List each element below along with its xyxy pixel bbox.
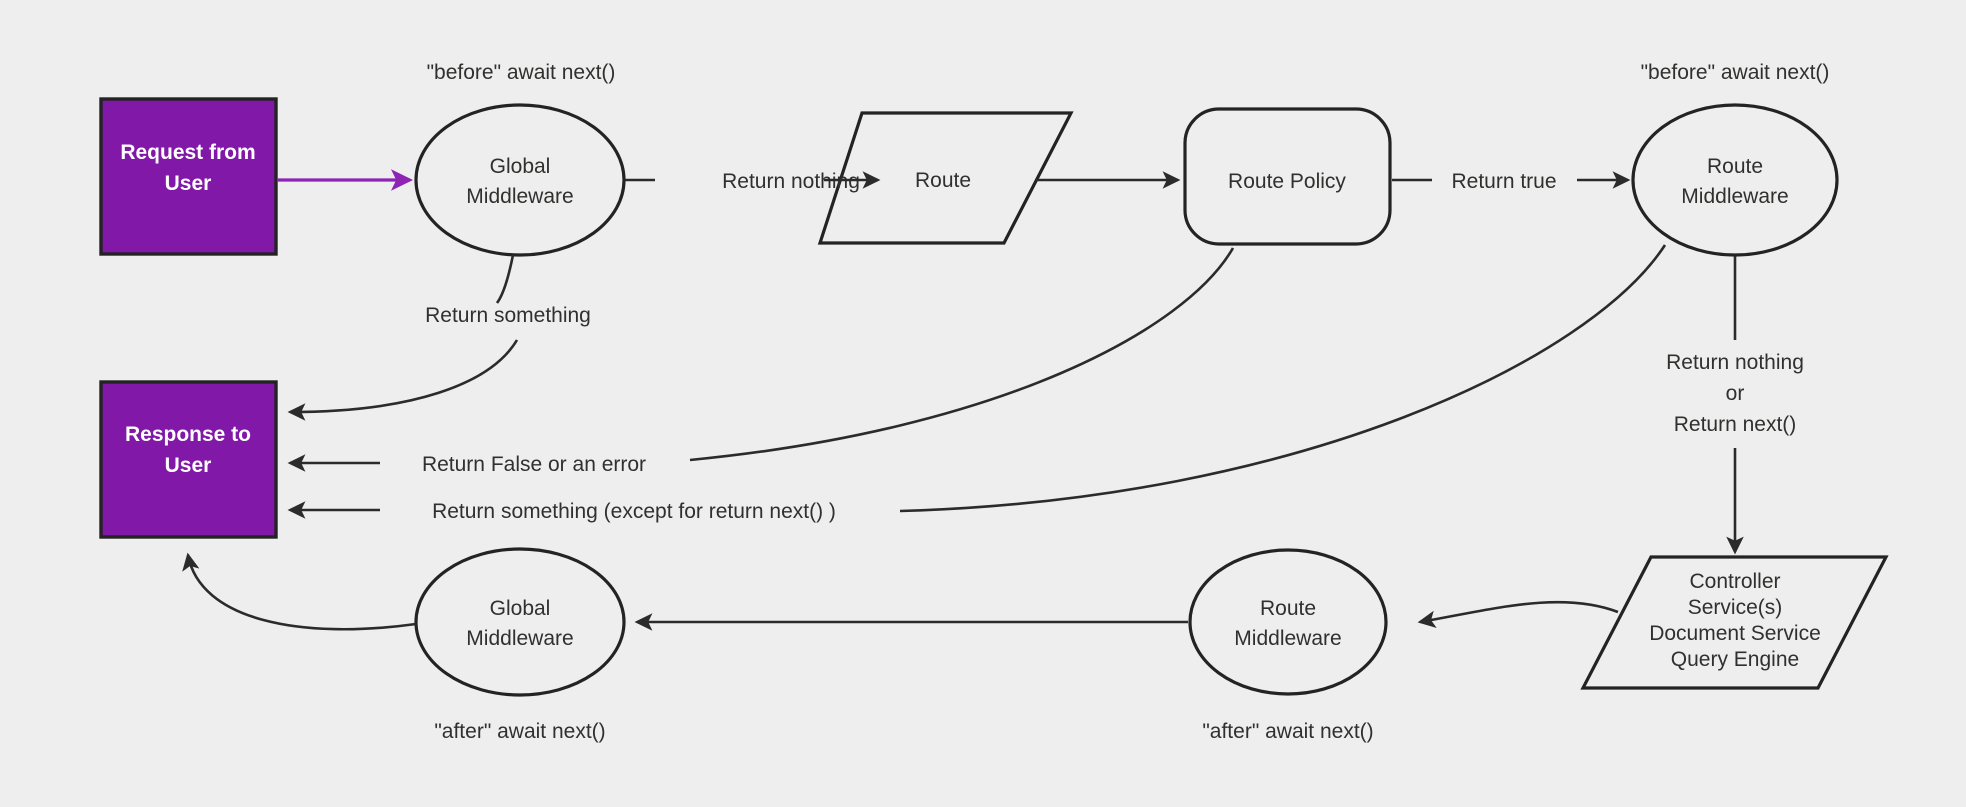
global-middleware-before-label-line1: Global	[490, 155, 551, 178]
route-label: Route	[915, 169, 971, 192]
edge-policy-to-response: Return False or an error	[287, 247, 1235, 476]
edge-global-after-to-response	[182, 552, 417, 631]
request-from-user-label-line1: Request from	[120, 141, 255, 164]
edge-global-to-route-label: Return nothing	[722, 170, 860, 193]
edge-controller-to-route-mw-after	[1417, 600, 1619, 629]
edge-route-mw-to-response-label: Return something (except for return next…	[432, 500, 836, 523]
edge-policy-to-route-mw-label: Return true	[1451, 170, 1556, 193]
edge-route-mw-to-response: Return something (except for return next…	[287, 244, 1667, 523]
edge-global-to-response-upper	[495, 254, 515, 304]
route-middleware-before-label-line2: Middleware	[1681, 185, 1788, 208]
node-route-middleware-before[interactable]: Route Middleware	[1631, 103, 1839, 257]
edge-global-to-response: Return something	[287, 254, 591, 421]
request-from-user-label-line2: User	[165, 172, 212, 195]
edge-global-after-to-response-curve	[182, 552, 417, 631]
controller-label-line4: Query Engine	[1671, 648, 1799, 671]
node-route-middleware-after[interactable]: Route Middleware	[1188, 548, 1388, 696]
global-middleware-after-label-line1: Global	[490, 597, 551, 620]
annotation-after-global: "after" await next()	[434, 720, 605, 743]
edge-policy-to-response-curve	[689, 247, 1235, 462]
response-to-user-label-line2: User	[165, 454, 212, 477]
annotation-after-route-mw: "after" await next()	[1202, 720, 1373, 743]
controller-label-line1: Controller	[1689, 570, 1780, 593]
global-middleware-after-label-line2: Middleware	[466, 627, 573, 650]
global-middleware-after-ellipse	[414, 547, 626, 697]
edge-route-mw-to-controller-label-line2: or	[1726, 382, 1745, 405]
route-policy-box	[1183, 107, 1392, 246]
edge-policy-to-route-mw: Return true	[1392, 170, 1631, 193]
node-controller[interactable]: Controller Service(s) Document Service Q…	[1580, 555, 1889, 690]
route-middleware-after-ellipse	[1188, 548, 1388, 696]
route-middleware-after-label-line2: Middleware	[1234, 627, 1341, 650]
edge-global-to-route: Return nothing	[625, 170, 881, 193]
route-middleware-after-label-line1: Route	[1260, 597, 1316, 620]
node-global-middleware-before[interactable]: Global Middleware	[414, 103, 626, 257]
route-middleware-before-ellipse	[1631, 103, 1839, 257]
edge-route-mw-to-controller-label-line3: Return next()	[1674, 413, 1797, 436]
response-to-user-box	[99, 380, 278, 539]
node-route-policy[interactable]: Route Policy	[1183, 107, 1392, 246]
controller-parallelogram	[1580, 555, 1889, 690]
node-request-from-user[interactable]: Request from User	[99, 97, 278, 256]
edge-global-to-response-label: Return something	[425, 304, 591, 327]
route-policy-label: Route Policy	[1228, 170, 1346, 193]
global-middleware-before-label-line2: Middleware	[466, 185, 573, 208]
annotation-before-route-mw: "before" await next()	[1641, 61, 1830, 84]
node-response-to-user[interactable]: Response to User	[99, 380, 278, 539]
edge-route-mw-to-controller-label-line1: Return nothing	[1666, 351, 1804, 374]
node-global-middleware-after[interactable]: Global Middleware	[414, 547, 626, 697]
global-middleware-before-ellipse	[414, 103, 626, 257]
edge-route-mw-to-controller: Return nothing or Return next()	[1666, 256, 1804, 555]
edge-global-to-response-lower	[287, 339, 519, 421]
route-middleware-before-label-line1: Route	[1707, 155, 1763, 178]
annotation-before-global: "before" await next()	[427, 61, 616, 84]
edge-policy-to-response-label: Return False or an error	[422, 453, 646, 476]
controller-label-line2: Service(s)	[1688, 596, 1783, 619]
edge-controller-to-route-mw-after-curve	[1417, 600, 1619, 629]
response-to-user-label-line1: Response to	[125, 423, 251, 446]
controller-label-line3: Document Service	[1649, 622, 1821, 645]
request-from-user-box	[99, 97, 278, 256]
route-parallelogram	[817, 111, 1074, 245]
edge-route-mw-to-response-curve	[899, 244, 1667, 513]
node-route[interactable]: Route	[817, 111, 1074, 245]
